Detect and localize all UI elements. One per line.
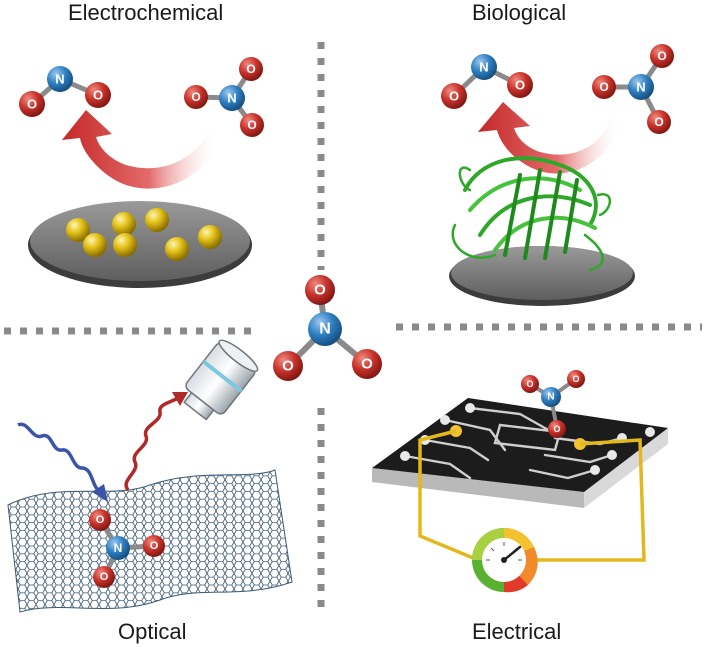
electrochemical-panel: O N O O O O N xyxy=(19,57,264,288)
nitrogen-atom xyxy=(47,66,73,92)
adsorbed-nitrate-molecule: O O O N xyxy=(89,509,165,588)
svg-text:O: O xyxy=(246,62,255,76)
reduction-arrow xyxy=(62,110,220,189)
svg-text:O: O xyxy=(27,97,37,112)
nitrite-molecule: O N O xyxy=(441,54,533,109)
biological-panel: O N O O O O N xyxy=(441,44,674,306)
incident-arrowhead xyxy=(92,484,108,502)
gold-nanoparticles xyxy=(66,208,222,261)
nitrate-molecule: O O O N xyxy=(184,57,264,137)
central-nitrate-molecule: O O O N xyxy=(273,275,382,381)
nitrogen-atom xyxy=(541,387,561,407)
svg-text:O: O xyxy=(526,379,533,389)
oxygen-atom xyxy=(85,82,111,108)
gold-nanoparticle xyxy=(66,218,90,242)
svg-text:O: O xyxy=(150,540,159,552)
scattered-arrowhead xyxy=(172,392,188,406)
protein-enzyme xyxy=(451,156,612,272)
oxygen-atom xyxy=(507,72,533,98)
svg-text:O: O xyxy=(100,571,109,583)
chip-board-edge xyxy=(584,428,668,508)
nitrogen-atom xyxy=(471,54,497,80)
oxygen-atom xyxy=(143,535,165,557)
svg-text:O: O xyxy=(314,282,326,299)
svg-text:O: O xyxy=(515,78,525,93)
svg-text:O: O xyxy=(449,89,459,104)
oxygen-atom xyxy=(521,375,539,393)
oxygen-atom xyxy=(548,420,566,438)
oxygen-atom xyxy=(567,370,585,388)
svg-text:O: O xyxy=(282,358,294,375)
oxygen-atom xyxy=(647,110,671,134)
electrochemical-title: Electrochemical xyxy=(68,0,224,25)
reduction-arrow xyxy=(478,102,622,174)
wire-loop xyxy=(418,429,646,562)
oxygen-atom xyxy=(184,85,208,109)
svg-text:O: O xyxy=(553,424,560,434)
contact-pads xyxy=(400,403,655,475)
scattered-light-wave xyxy=(124,396,179,492)
oxygen-atom xyxy=(89,509,111,531)
gauge-meter xyxy=(472,527,538,593)
oxygen-atom xyxy=(650,44,674,68)
nitrogen-atom xyxy=(106,536,130,560)
gold-nanoparticle xyxy=(113,233,137,257)
svg-text:N: N xyxy=(227,91,236,106)
svg-text:O: O xyxy=(599,80,608,94)
sensor-nitrate-molecule: O O O N xyxy=(521,370,585,438)
svg-text:O: O xyxy=(191,90,200,104)
svg-text:O: O xyxy=(572,374,579,384)
nitrate-molecule: O O O N xyxy=(592,44,674,134)
gold-nanoparticle xyxy=(165,237,189,261)
oxygen-atom xyxy=(240,113,264,137)
svg-text:N: N xyxy=(319,321,331,338)
gold-nanoparticle xyxy=(198,225,222,249)
electrode-plate xyxy=(451,246,633,300)
nitrogen-atom xyxy=(219,85,245,111)
optical-title: Optical xyxy=(118,619,187,644)
nitrogen-atom xyxy=(308,312,342,346)
svg-text:O: O xyxy=(361,356,373,373)
svg-text:O: O xyxy=(93,88,103,103)
svg-text:N: N xyxy=(636,80,645,95)
nitrite-molecule: O N O xyxy=(19,66,111,117)
oxygen-atom xyxy=(19,91,45,117)
svg-text:O: O xyxy=(247,118,256,132)
gauge-needle xyxy=(502,545,522,562)
svg-text:O: O xyxy=(654,115,663,129)
svg-text:N: N xyxy=(114,541,123,555)
svg-text:N: N xyxy=(55,72,64,87)
svg-text:O: O xyxy=(96,514,105,526)
gold-nanoparticle xyxy=(145,208,169,232)
optical-panel: O O O N xyxy=(7,339,293,613)
oxygen-atom xyxy=(93,566,115,588)
oxygen-atom xyxy=(239,57,263,81)
svg-text:N: N xyxy=(479,60,488,75)
electrical-title: Electrical xyxy=(472,619,562,644)
svg-text:N: N xyxy=(547,392,554,403)
electrical-panel: O O O N xyxy=(372,370,668,593)
oxygen-atom xyxy=(305,275,335,305)
oxygen-atom xyxy=(273,351,303,381)
biological-title: Biological xyxy=(472,0,567,25)
chip-board-side xyxy=(372,468,584,508)
oxygen-atom xyxy=(441,83,467,109)
oxygen-atom xyxy=(352,349,382,379)
microscope-objective xyxy=(183,339,259,421)
svg-text:O: O xyxy=(657,49,666,63)
quadrant-dividers xyxy=(4,42,702,608)
nitrogen-atom xyxy=(628,74,654,100)
gold-nanoparticle xyxy=(83,233,107,257)
oxygen-atom xyxy=(592,75,616,99)
gold-nanoparticle xyxy=(112,212,136,236)
incident-light-wave xyxy=(17,422,100,492)
